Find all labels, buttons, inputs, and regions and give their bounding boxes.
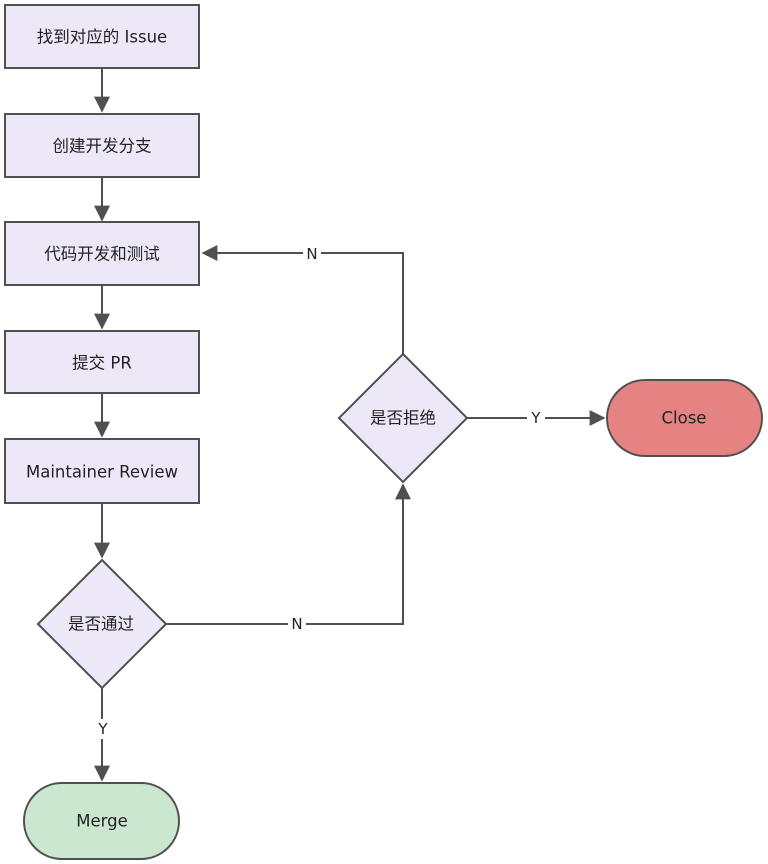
node-find-issue-label: 找到对应的 Issue <box>37 28 167 47</box>
terminal-merge: Merge <box>23 782 180 860</box>
node-code-test: 代码开发和测试 <box>4 221 200 286</box>
edge-labels: N Y N Y <box>94 244 545 739</box>
node-maintainer-review: Maintainer Review <box>4 438 200 504</box>
edge-label-passed-no: N <box>291 615 302 633</box>
node-code-test-label: 代码开发和测试 <box>44 245 160 264</box>
edge-rejected-no-to-code <box>201 245 404 354</box>
edge-label-rejected-no: N <box>306 245 317 263</box>
node-maintainer-review-label: Maintainer Review <box>26 463 178 482</box>
edge-label-passed-yes: Y <box>97 720 108 738</box>
decision-is-passed: 是否通过 <box>36 558 168 690</box>
terminal-merge-label: Merge <box>76 812 128 831</box>
edge-label-rejected-yes: Y <box>530 409 541 427</box>
node-create-branch-label: 创建开发分支 <box>53 137 152 156</box>
node-find-issue: 找到对应的 Issue <box>4 4 200 69</box>
node-submit-pr: 提交 PR <box>4 330 200 394</box>
terminal-close: Close <box>606 379 763 457</box>
node-submit-pr-label: 提交 PR <box>72 354 132 373</box>
edge-passed-no-to-rejected <box>166 483 411 625</box>
node-create-branch: 创建开发分支 <box>4 113 200 178</box>
decision-is-passed-label: 是否通过 <box>68 615 134 634</box>
terminal-close-label: Close <box>662 409 707 428</box>
decision-is-rejected: 是否拒绝 <box>337 352 469 484</box>
decision-is-rejected-label: 是否拒绝 <box>370 409 436 428</box>
